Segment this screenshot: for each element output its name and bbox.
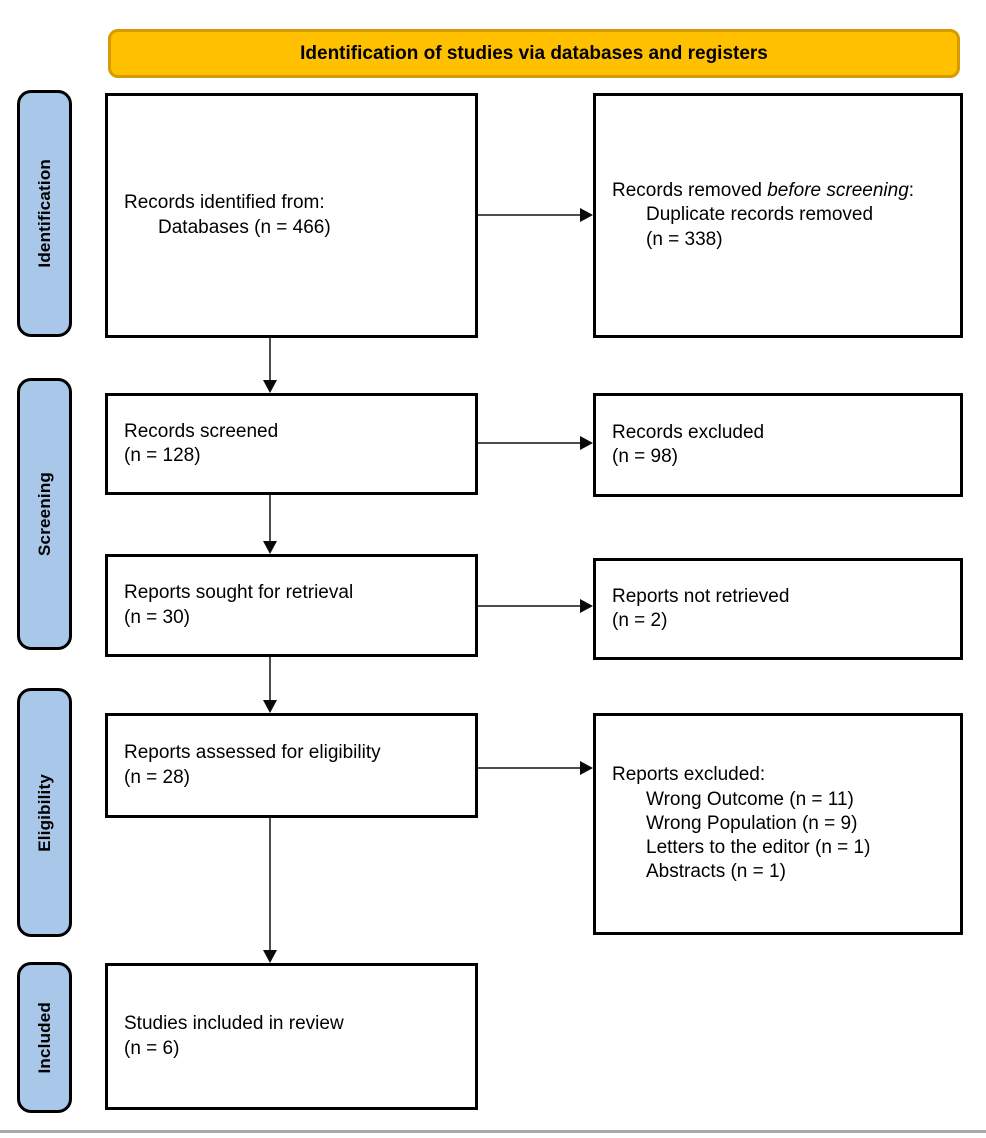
arrow-line-sought-to-assessed xyxy=(269,657,271,701)
arrow-head-right-icon xyxy=(580,599,593,613)
box-reports-sought: Reports sought for retrieval (n = 30) xyxy=(105,554,478,657)
arrow-head-down-icon xyxy=(263,950,277,963)
box-text-line: Records identified from: xyxy=(124,192,325,214)
box-text-line: (n = 338) xyxy=(646,228,723,250)
arrow-line-identified-to-removed xyxy=(478,214,580,216)
arrow-line-screened-to-excluded xyxy=(478,442,580,444)
stage-label-eligibility: Eligibility xyxy=(17,688,72,937)
arrow-line-assessed-to-reportsexcluded xyxy=(478,767,580,769)
box-reports-assessed: Reports assessed for eligibility (n = 28… xyxy=(105,713,478,818)
box-text-line: (n = 6) xyxy=(124,1037,180,1059)
arrow-line-identified-to-screened xyxy=(269,338,271,381)
box-studies-included: Studies included in review (n = 6) xyxy=(105,963,478,1110)
stage-label-text: Screening xyxy=(34,472,54,556)
box-text-line: (n = 128) xyxy=(124,445,201,466)
banner-title: Identification of studies via databases … xyxy=(108,29,960,78)
box-text-line: Reports excluded: xyxy=(612,764,766,786)
box-text-line: (n = 30) xyxy=(124,606,191,628)
box-text-line: Abstracts (n = 1) xyxy=(646,861,786,883)
box-text-line: Reports assessed for eligibility xyxy=(124,742,381,764)
box-text-line: (n = 28) xyxy=(124,766,191,788)
stage-label-text: Eligibility xyxy=(34,773,54,852)
stage-label-text: Identification xyxy=(34,159,54,268)
arrow-head-right-icon xyxy=(580,436,593,450)
box-text-line: Records screened xyxy=(124,420,279,442)
box-text-line: (n = 98) xyxy=(612,446,679,467)
banner-title-label: Identification of studies via databases … xyxy=(300,42,768,64)
box-records-screened: Records screened (n = 128) xyxy=(105,393,478,495)
window-bottom-edge xyxy=(0,1130,986,1133)
arrow-line-assessed-to-included xyxy=(269,818,271,951)
box-text-line: Reports not retrieved xyxy=(612,585,790,607)
box-reports-excluded: Reports excluded: Wrong Outcome (n = 11)… xyxy=(593,713,963,935)
arrow-line-sought-to-notretrieved xyxy=(478,605,580,607)
box-text-line: Reports sought for retrieval xyxy=(124,582,354,604)
box-records-excluded: Records excluded (n = 98) xyxy=(593,393,963,497)
box-text-line: Wrong Outcome (n = 11) xyxy=(646,788,854,810)
arrow-head-down-icon xyxy=(263,380,277,393)
box-text-line: (n = 2) xyxy=(612,610,668,631)
stage-label-screening: Screening xyxy=(17,378,72,650)
arrow-head-down-icon xyxy=(263,700,277,713)
stage-label-included: Included xyxy=(17,962,72,1113)
box-records-removed: Records removed before screening: Duplic… xyxy=(593,93,963,338)
arrow-head-down-icon xyxy=(263,541,277,554)
arrow-line-screened-to-sought xyxy=(269,495,271,542)
arrow-head-right-icon xyxy=(580,761,593,775)
box-text-line: Letters to the editor (n = 1) xyxy=(646,837,871,859)
stage-label-text: Included xyxy=(34,1001,54,1074)
box-text-line: Databases (n = 466) xyxy=(158,216,331,238)
box-text-line: Duplicate records removed xyxy=(646,204,874,226)
arrow-head-right-icon xyxy=(580,208,593,222)
box-text-line: Studies included in review xyxy=(124,1013,344,1035)
box-text-line: Records removed before screening: xyxy=(612,180,915,202)
box-text-line: Wrong Population (n = 9) xyxy=(646,812,858,834)
box-text-line: Records excluded xyxy=(612,421,765,443)
stage-label-identification: Identification xyxy=(17,90,72,337)
italic-phrase: before screening xyxy=(767,180,909,202)
box-reports-not-retrieved: Reports not retrieved (n = 2) xyxy=(593,558,963,660)
box-records-identified: Records identified from: Databases (n = … xyxy=(105,93,478,338)
